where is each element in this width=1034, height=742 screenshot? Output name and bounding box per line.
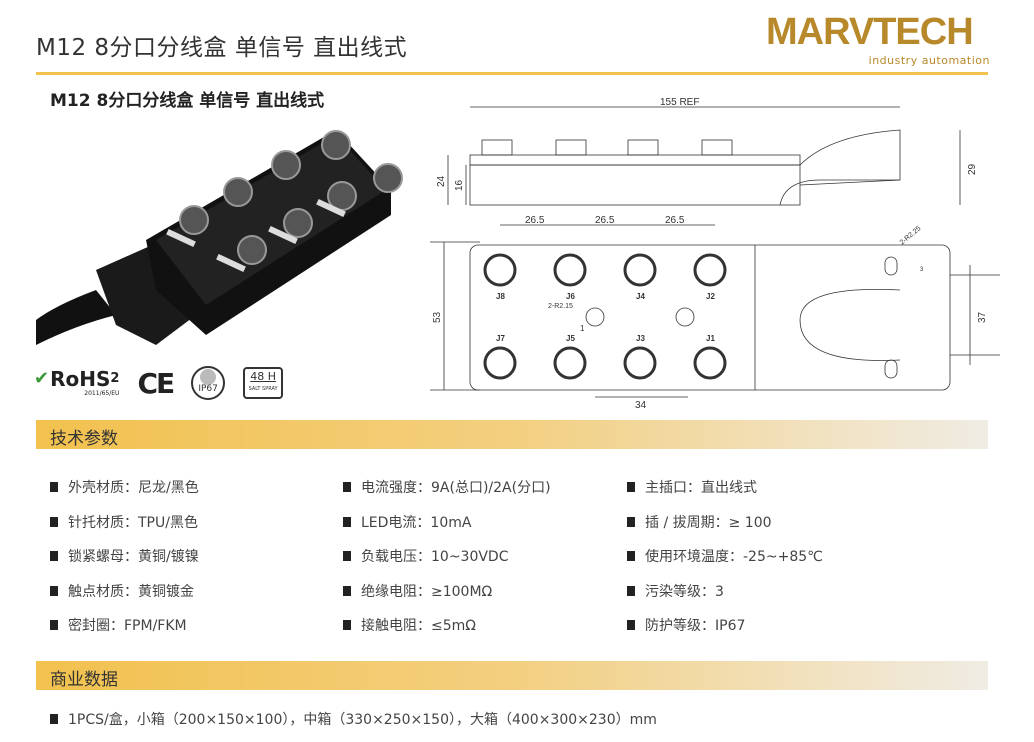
- spec-item: 使用环境温度：-25~+85℃: [627, 539, 823, 574]
- dim-34: 34: [635, 400, 647, 410]
- port-label-j3: J3: [636, 334, 645, 343]
- brand-logo: MARVTECH industry automation: [766, 10, 990, 70]
- spec-item: 接触电阻：≤5mΩ: [343, 608, 551, 643]
- rohs-note: 2011/65/EU: [84, 390, 120, 397]
- dim-3: 3: [920, 267, 924, 273]
- salt-spray-badge: 48 H SALT SPRAY: [243, 367, 284, 399]
- spec-item: 电流强度：9A(总口)/2A(分口): [343, 470, 551, 505]
- spec-item: 污染等级：3: [627, 574, 823, 609]
- port-label-j6: J6: [566, 292, 575, 301]
- commercial-item: 1PCS/盒，小箱（200×150×100），中箱（330×250×150），大…: [50, 708, 657, 730]
- spec-text: LED电流：10mA: [361, 514, 472, 531]
- spec-text: 防护等级：IP67: [645, 618, 746, 635]
- dim-24: 24: [436, 175, 447, 187]
- dim-29: 29: [967, 163, 978, 175]
- ip-text: IP67: [198, 384, 218, 394]
- rohs-sub: 2: [110, 371, 120, 386]
- port-label-j2: J2: [706, 292, 715, 301]
- dim-pitch-1: 26.5: [525, 215, 545, 226]
- spec-text: 触点材质：黄铜镀金: [68, 583, 194, 600]
- port-label-j7: J7: [496, 334, 505, 343]
- spec-text: 插 / 拔周期：≥ 100: [645, 514, 772, 531]
- spec-column-1: 外壳材质：尼龙/黑色 针托材质：TPU/黑色 锁紧螺母：黄铜/镀镍 触点材质：黄…: [50, 470, 199, 643]
- spec-text: 使用环境温度：-25~+85℃: [645, 549, 823, 566]
- spec-item: 密封圈：FPM/FKM: [50, 608, 199, 643]
- spec-item: 插 / 拔周期：≥ 100: [627, 505, 823, 540]
- check-icon: ✔: [34, 368, 50, 389]
- port-label-j1: J1: [706, 334, 715, 343]
- rohs-text: RoHS: [50, 367, 111, 391]
- dim-16: 16: [454, 179, 465, 191]
- section-title: 商业数据: [50, 670, 118, 690]
- spec-item: 针托材质：TPU/黑色: [50, 505, 199, 540]
- spec-item: 触点材质：黄铜镀金: [50, 574, 199, 609]
- spec-item: 主插口：直出线式: [627, 470, 823, 505]
- spec-text: 污染等级：3: [645, 583, 724, 600]
- spec-item: 锁紧螺母：黄铜/镀镍: [50, 539, 199, 574]
- brand-tagline: industry automation: [868, 54, 990, 67]
- page-title: M12 8分口分线盒 单信号 直出线式: [36, 35, 408, 61]
- spec-text: 绝缘电阻：≥100MΩ: [361, 583, 493, 600]
- port-label-j4: J4: [636, 292, 645, 301]
- technical-drawing: 155 REF 24 16 29 53 37 26.5 26.5 26.5 34…: [430, 97, 1000, 410]
- port-label-j8: J8: [496, 292, 505, 301]
- product-photo: [36, 130, 403, 345]
- spec-item: 防护等级：IP67: [627, 608, 823, 643]
- salt-hours: 48 H: [250, 370, 276, 383]
- section-header-commercial: 商业数据: [36, 661, 988, 690]
- spec-item: 负载电压：10~30VDC: [343, 539, 551, 574]
- spec-text: 接触电阻：≤5mΩ: [361, 618, 476, 635]
- port-label-j5: J5: [566, 334, 575, 343]
- spec-text: 针托材质：TPU/黑色: [68, 514, 198, 531]
- spec-item: 绝缘电阻：≥100MΩ: [343, 574, 551, 609]
- brand-name: MARVTECH: [766, 11, 974, 53]
- ce-mark: CE: [137, 366, 175, 400]
- commercial-text: 1PCS/盒，小箱（200×150×100），中箱（330×250×150），大…: [68, 712, 657, 728]
- dim-pitch-2: 26.5: [595, 215, 615, 226]
- product-subtitle: M12 8分口分线盒 单信号 直出线式: [50, 91, 325, 111]
- dim-37: 37: [977, 311, 988, 323]
- spec-item: LED电流：10mA: [343, 505, 551, 540]
- dim-r215: 2-R2.15: [548, 303, 573, 310]
- spec-text: 负载电压：10~30VDC: [361, 549, 509, 566]
- spec-text: 电流强度：9A(总口)/2A(分口): [361, 480, 551, 497]
- salt-label: SALT SPRAY: [248, 386, 278, 392]
- spec-text: 密封圈：FPM/FKM: [68, 618, 187, 635]
- spec-text: 锁紧螺母：黄铜/镀镍: [68, 549, 199, 566]
- section-header-tech: 技术参数: [36, 420, 988, 449]
- spec-text: 主插口：直出线式: [645, 480, 757, 497]
- dim-pitch-3: 26.5: [665, 215, 685, 226]
- spec-text: 外壳材质：尼龙/黑色: [68, 480, 199, 497]
- dim-r225: 2-R2.25: [899, 225, 923, 246]
- spec-item: 外壳材质：尼龙/黑色: [50, 470, 199, 505]
- dim-length: 155 REF: [660, 97, 699, 108]
- dim-53: 53: [432, 311, 443, 323]
- dim-1: 1: [580, 324, 585, 333]
- section-title: 技术参数: [50, 429, 118, 449]
- ip67-badge: IP67: [191, 366, 226, 400]
- header-divider: [36, 72, 988, 75]
- spec-column-3: 主插口：直出线式 插 / 拔周期：≥ 100 使用环境温度：-25~+85℃ 污…: [627, 470, 823, 643]
- spec-column-2: 电流强度：9A(总口)/2A(分口) LED电流：10mA 负载电压：10~30…: [343, 470, 551, 643]
